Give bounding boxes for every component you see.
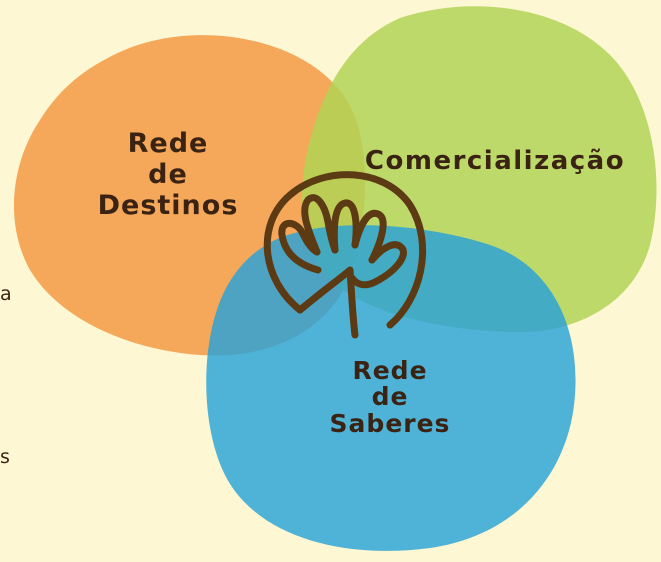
saberes-line-3: Saberes: [329, 408, 451, 438]
destinos-line-2: de: [148, 159, 188, 191]
destinos-line-1: Rede: [127, 128, 209, 159]
destinos-line-3: Destinos: [97, 190, 239, 222]
label-comercializacao: Comercialização: [364, 146, 626, 176]
hand-in-circle-icon: [263, 171, 427, 339]
label-rede-de-destinos: Rede de Destinos: [88, 128, 248, 221]
edge-fragment-a: a: [0, 283, 12, 305]
label-rede-de-saberes: Rede de Saberes: [315, 356, 465, 438]
saberes-line-2: de: [371, 382, 409, 412]
edge-fragment-s: s: [0, 446, 10, 468]
saberes-line-1: Rede: [352, 356, 428, 385]
